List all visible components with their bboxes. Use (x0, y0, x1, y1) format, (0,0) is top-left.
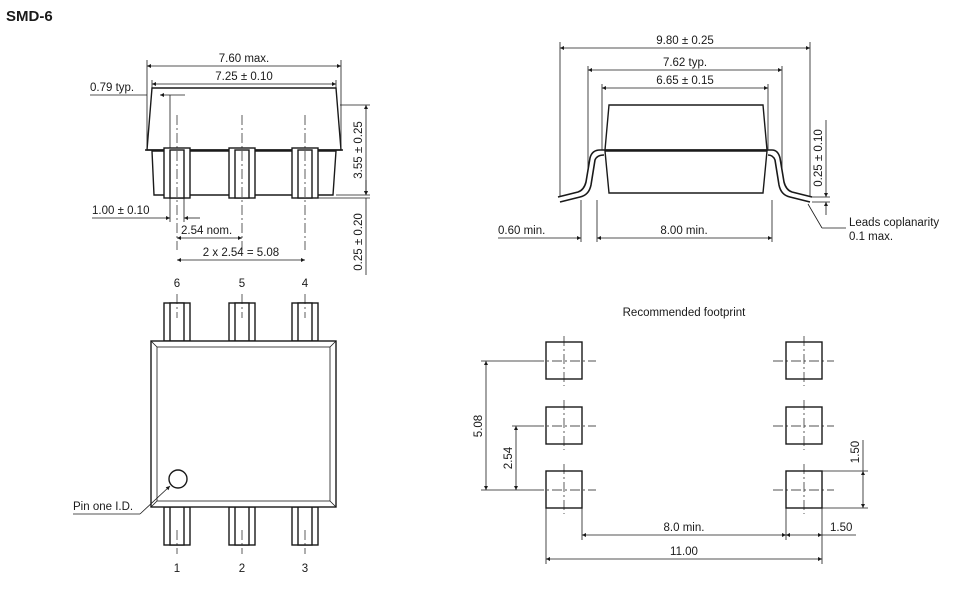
footprint: Recommended footprint 5.08 2.54 (473, 307, 868, 564)
lead-width-label: 1.00 ± 0.10 (92, 205, 149, 217)
side-width-body-label: 7.25 ± 0.10 (215, 71, 272, 83)
pitch-label: 2.54 nom. (181, 225, 232, 237)
fp-pitch-total-label: 5.08 (473, 415, 485, 437)
side-width-max-label: 7.60 max. (219, 53, 270, 65)
pin-number-6: 6 (174, 278, 180, 290)
pin-number-1: 1 (174, 563, 180, 575)
lead-thickness-label: 0.25 ± 0.10 (813, 129, 825, 186)
pin-one-label: Pin one I.D. (73, 501, 133, 513)
row-spacing-label: 7.62 typ. (663, 57, 707, 69)
package-title: SMD-6 (6, 8, 53, 25)
lead-offset-label: 0.79 typ. (90, 82, 134, 94)
overall-width-label: 9.80 ± 0.25 (656, 35, 713, 47)
side-view: 7.60 max. 7.25 ± 0.10 0.79 typ. 3.55 ± 0… (90, 53, 370, 275)
pitch-total-label: 2 x 2.54 = 5.08 (203, 247, 279, 259)
height-label: 3.55 ± 0.25 (353, 121, 365, 178)
fp-inner-gap-label: 8.0 min. (664, 522, 705, 534)
top-view: Pin one I.D. 6 5 4 1 2 3 (73, 278, 337, 575)
coplanarity-value: 0.1 max. (849, 231, 893, 243)
fp-pitch-label: 2.54 (503, 446, 515, 469)
pin-number-2: 2 (239, 563, 245, 575)
pin-one-dot-icon (168, 469, 188, 489)
end-view: 9.80 ± 0.25 7.62 typ. 6.65 ± 0.15 0.25 ±… (498, 35, 939, 243)
lead-span-label: 8.00 min. (660, 225, 707, 237)
pin-number-5: 5 (239, 278, 245, 290)
fp-pad-width-label: 1.50 (830, 522, 852, 534)
footprint-title: Recommended footprint (623, 307, 747, 319)
pin-number-3: 3 (302, 563, 308, 575)
standoff-label: 0.25 ± 0.20 (353, 213, 365, 270)
pin-number-4: 4 (302, 278, 309, 290)
lead-length-label: 0.60 min. (498, 225, 545, 237)
fp-pad-height-label: 1.50 (850, 441, 862, 463)
coplanarity-label: Leads coplanarity (849, 217, 939, 229)
body-width-label: 6.65 ± 0.15 (656, 75, 713, 87)
fp-overall-label: 11.00 (670, 546, 698, 558)
